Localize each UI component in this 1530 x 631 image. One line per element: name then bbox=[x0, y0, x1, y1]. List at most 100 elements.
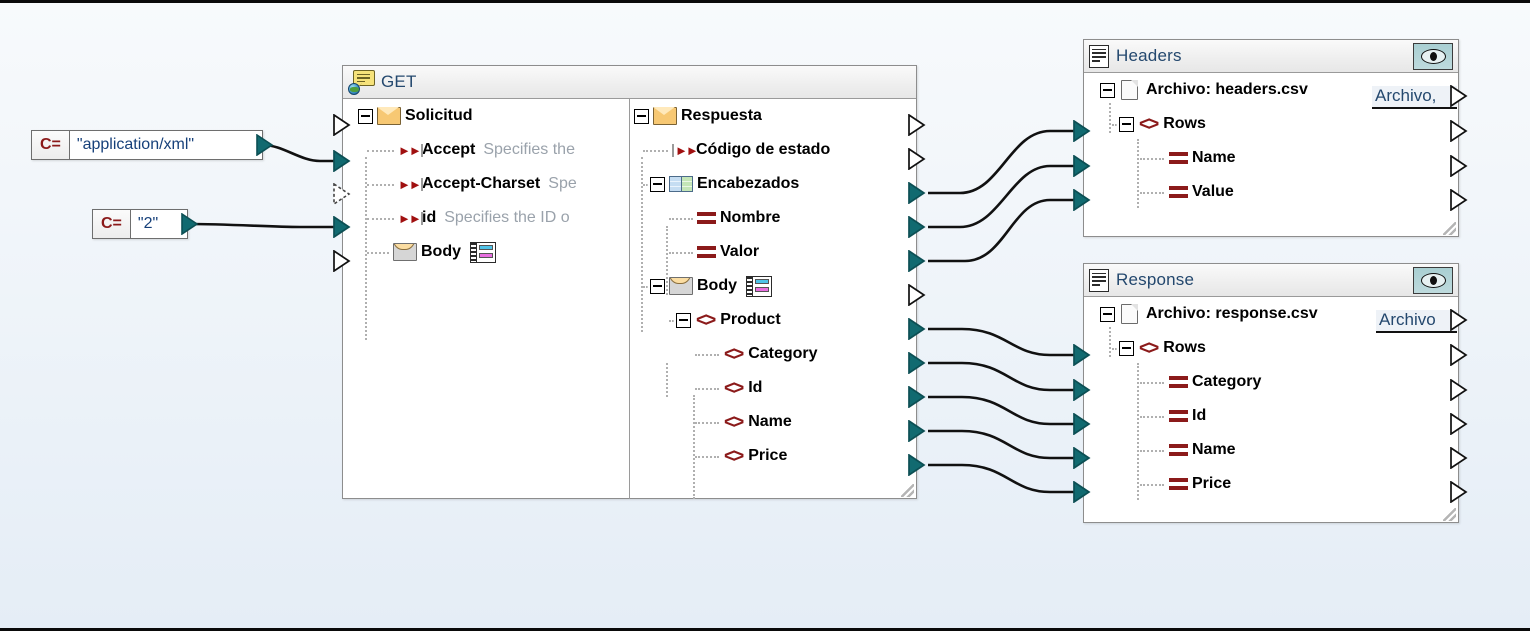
response-body-row[interactable]: Body bbox=[631, 269, 918, 303]
response-field-id[interactable]: Id bbox=[1084, 399, 1458, 433]
headers-field-value[interactable]: Value bbox=[1084, 175, 1458, 209]
response-nombre-row[interactable]: Nombre bbox=[631, 201, 918, 235]
headers-rows-row[interactable]: <> Rows bbox=[1084, 107, 1458, 141]
request-body-input-port[interactable] bbox=[333, 250, 351, 272]
headers-name-input-port[interactable] bbox=[1073, 155, 1091, 177]
response-id-row[interactable]: <> Id bbox=[631, 371, 918, 405]
mime-type-icon[interactable] bbox=[470, 242, 496, 263]
constant-value[interactable]: "application/xml" bbox=[70, 131, 201, 159]
accept-charset-input-port[interactable] bbox=[333, 183, 351, 205]
response-name-row[interactable]: <> Name bbox=[631, 405, 918, 439]
headers-title-bar[interactable]: Headers bbox=[1084, 40, 1458, 73]
constant-1-output-port[interactable] bbox=[256, 134, 274, 156]
request-param-id[interactable]: ►► id Specifies the ID o bbox=[343, 201, 629, 235]
collapse-toggle-respuesta[interactable] bbox=[634, 109, 649, 124]
response-root-output-port[interactable] bbox=[1450, 309, 1468, 331]
constant-2-output-port[interactable] bbox=[181, 213, 199, 235]
category-output-port[interactable] bbox=[908, 352, 926, 374]
target-component-response[interactable]: Response Archivo: response.csv <> Rows bbox=[1083, 263, 1459, 523]
nombre-output-port[interactable] bbox=[908, 216, 926, 238]
constant-node-2[interactable]: C= "2" bbox=[92, 209, 188, 239]
request-body-row[interactable]: Body bbox=[343, 235, 629, 269]
tree-vline bbox=[365, 157, 367, 340]
webservice-component[interactable]: GET Solicitud ►► Accept Specifie bbox=[342, 65, 917, 499]
response-rows-row[interactable]: <> Rows bbox=[1084, 331, 1458, 365]
element-label: Id bbox=[748, 379, 762, 397]
collapse-toggle-encabezados[interactable] bbox=[650, 177, 665, 192]
response-body-output-port[interactable] bbox=[908, 284, 926, 306]
resize-handle[interactable] bbox=[1443, 222, 1456, 235]
response-category-output-port[interactable] bbox=[1450, 379, 1468, 401]
headers-rows-input-port[interactable] bbox=[1073, 120, 1091, 142]
collapse-toggle-rows[interactable] bbox=[1119, 341, 1134, 356]
rows-label: Rows bbox=[1163, 115, 1206, 133]
collapse-toggle-archivo[interactable] bbox=[1100, 83, 1115, 98]
response-field-category[interactable]: Category bbox=[1084, 365, 1458, 399]
tree-connector bbox=[1140, 450, 1164, 452]
response-valor-row[interactable]: Valor bbox=[631, 235, 918, 269]
collapse-toggle-product[interactable] bbox=[676, 313, 691, 328]
eye-icon[interactable] bbox=[1413, 267, 1453, 294]
collapse-toggle-archivo[interactable] bbox=[1100, 307, 1115, 322]
collapse-toggle-rows[interactable] bbox=[1119, 117, 1134, 132]
response-rows-input-port[interactable] bbox=[1073, 344, 1091, 366]
response-id-output-port[interactable] bbox=[1450, 413, 1468, 435]
request-root-row[interactable]: Solicitud bbox=[343, 99, 629, 133]
price-output-port[interactable] bbox=[908, 454, 926, 476]
response-status-code-row[interactable]: ►► Código de estado bbox=[631, 133, 918, 167]
constant-value[interactable]: "2" bbox=[131, 210, 165, 238]
response-archivo-badge[interactable]: Archivo bbox=[1376, 310, 1457, 333]
encabezados-output-port[interactable] bbox=[908, 182, 926, 204]
headers-root-output-port[interactable] bbox=[1450, 85, 1468, 107]
headers-field-name[interactable]: Name bbox=[1084, 141, 1458, 175]
headers-value-output-port[interactable] bbox=[1450, 189, 1468, 211]
headers-rows-output-port[interactable] bbox=[1450, 120, 1468, 142]
id-input-port[interactable] bbox=[333, 216, 351, 238]
request-param-accept-charset[interactable]: ►► Accept-Charset Spe bbox=[343, 167, 629, 201]
response-category-row[interactable]: <> Category bbox=[631, 337, 918, 371]
valor-output-port[interactable] bbox=[908, 250, 926, 272]
collapse-toggle-body[interactable] bbox=[650, 279, 665, 294]
response-field-price[interactable]: Price bbox=[1084, 467, 1458, 501]
response-root-row[interactable]: Respuesta bbox=[631, 99, 918, 133]
response-field-name[interactable]: Name bbox=[1084, 433, 1458, 467]
response-name-output-port[interactable] bbox=[1450, 447, 1468, 469]
headers-label: Encabezados bbox=[697, 175, 799, 193]
response-price-output-port[interactable] bbox=[1450, 481, 1468, 503]
id-output-port[interactable] bbox=[908, 386, 926, 408]
constant-node-application-xml[interactable]: C= "application/xml" bbox=[31, 130, 263, 160]
headers-value-input-port[interactable] bbox=[1073, 189, 1091, 211]
tree-vline-headers bbox=[666, 226, 668, 295]
response-id-input-port[interactable] bbox=[1073, 413, 1091, 435]
response-price-row[interactable]: <> Price bbox=[631, 439, 918, 473]
globe-comment-icon bbox=[348, 70, 374, 95]
accept-input-port[interactable] bbox=[333, 150, 351, 172]
response-headers-row[interactable]: Encabezados bbox=[631, 167, 918, 201]
field-label: Id bbox=[1192, 407, 1206, 425]
response-title-bar[interactable]: Response bbox=[1084, 264, 1458, 297]
webservice-title-bar[interactable]: GET bbox=[343, 66, 916, 99]
name-output-port[interactable] bbox=[908, 420, 926, 442]
response-category-input-port[interactable] bbox=[1073, 379, 1091, 401]
request-root-input-port[interactable] bbox=[333, 114, 351, 136]
http-param-icon: ►► bbox=[398, 177, 418, 192]
equals-icon bbox=[697, 245, 716, 259]
resize-handle[interactable] bbox=[1443, 508, 1456, 521]
respuesta-output-port[interactable] bbox=[908, 114, 926, 136]
collapse-toggle-solicitud[interactable] bbox=[358, 109, 373, 124]
eye-icon[interactable] bbox=[1413, 43, 1453, 70]
response-product-row[interactable]: <> Product bbox=[631, 303, 918, 337]
resize-handle[interactable] bbox=[901, 484, 914, 497]
response-name-input-port[interactable] bbox=[1073, 447, 1091, 469]
field-label: Name bbox=[1192, 441, 1236, 459]
response-rows-output-port[interactable] bbox=[1450, 344, 1468, 366]
response-price-input-port[interactable] bbox=[1073, 481, 1091, 503]
target-component-headers[interactable]: Headers Archivo: headers.csv <> Rows N bbox=[1083, 39, 1459, 237]
headers-archivo-badge[interactable]: Archivo, bbox=[1372, 86, 1457, 109]
product-output-port[interactable] bbox=[908, 318, 926, 340]
request-param-accept[interactable]: ►► Accept Specifies the bbox=[343, 133, 629, 167]
status-code-output-port[interactable] bbox=[908, 148, 926, 170]
headers-name-output-port[interactable] bbox=[1450, 155, 1468, 177]
mime-type-icon[interactable] bbox=[746, 276, 772, 297]
